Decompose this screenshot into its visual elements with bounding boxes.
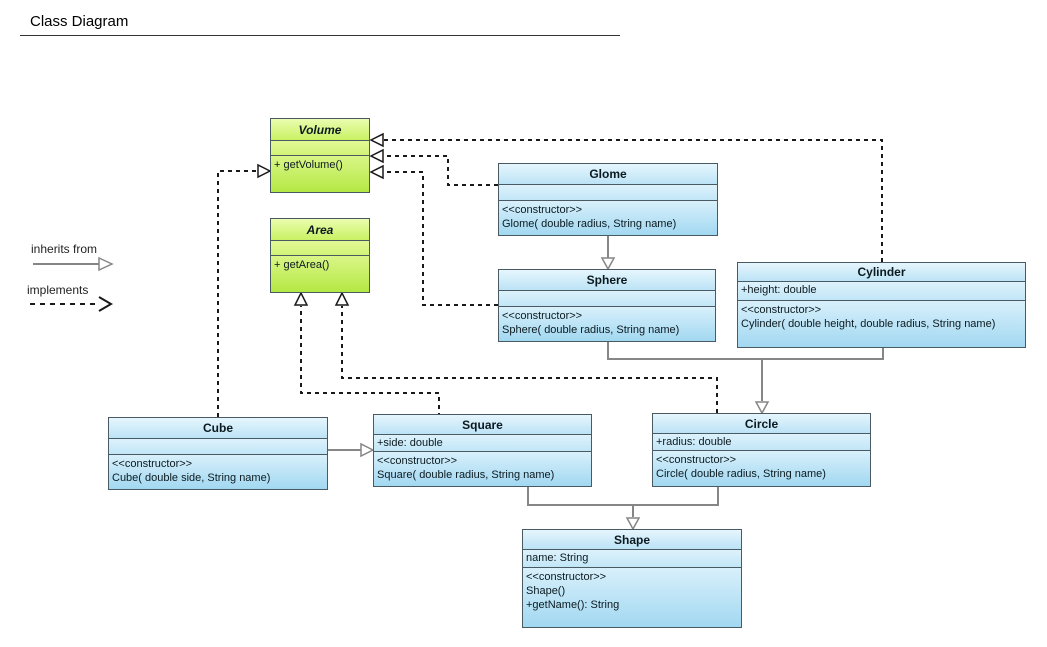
legend-implements-label: implements: [27, 283, 89, 297]
class-volume: Volume + getVolume(): [270, 118, 370, 193]
method-line: <<constructor>>: [741, 304, 822, 316]
method-line: Cube( double side, String name): [112, 472, 271, 484]
attribute-line: name: String: [526, 552, 589, 564]
methods-compartment: <<constructor>> Cube( double side, Strin…: [109, 455, 327, 489]
class-cube: Cube <<constructor>> Cube( double side, …: [108, 417, 328, 490]
class-title: Glome: [499, 164, 717, 185]
class-circle: Circle +radius: double <<constructor>> C…: [652, 413, 871, 487]
method-line: <<constructor>>: [112, 458, 193, 470]
class-cylinder: Cylinder +height: double <<constructor>>…: [737, 262, 1026, 348]
inherits-arrow-square-circle-to-shape: [527, 487, 719, 531]
method-line: Glome( double radius, String name): [502, 218, 677, 230]
implements-arrow-glome-to-volume: [369, 148, 498, 186]
legend-inherits-arrow: [33, 256, 114, 272]
method-line: Sphere( double radius, String name): [502, 324, 680, 336]
class-square: Square +side: double <<constructor>> Squ…: [373, 414, 592, 487]
attributes-compartment: [499, 185, 717, 201]
attributes-compartment: [109, 439, 327, 455]
methods-compartment: + getVolume(): [271, 156, 369, 192]
methods-compartment: + getArea(): [271, 256, 369, 292]
class-sphere: Sphere <<constructor>> Sphere( double ra…: [498, 269, 716, 342]
class-title: Shape: [523, 530, 741, 550]
class-title: Volume: [271, 119, 369, 141]
attributes-compartment: [271, 141, 369, 156]
method-line: + getVolume(): [274, 159, 343, 171]
method-line: + getArea(): [274, 259, 330, 271]
attributes-compartment: [271, 241, 369, 256]
legend-inherits-label: inherits from: [31, 242, 98, 256]
method-line: +getName(): String: [526, 599, 620, 611]
page-title: Class Diagram: [30, 13, 129, 30]
class-title: Sphere: [499, 270, 715, 291]
class-title: Area: [271, 219, 369, 241]
class-title: Square: [374, 415, 591, 435]
method-line: Shape(): [526, 585, 566, 597]
implements-arrow-cylinder-to-volume: [369, 132, 883, 262]
implements-arrow-circle-to-area: [334, 291, 718, 413]
methods-compartment: <<constructor>> Cylinder( double height,…: [738, 301, 1025, 347]
attributes-compartment: +height: double: [738, 282, 1025, 301]
class-title: Circle: [653, 414, 870, 434]
inherits-arrow-glome-to-sphere: [600, 236, 616, 271]
methods-compartment: <<constructor>> Sphere( double radius, S…: [499, 307, 715, 341]
method-line: Circle( double radius, String name): [656, 468, 826, 480]
implements-arrow-sphere-to-volume: [369, 164, 498, 306]
inherits-arrow-cube-to-square: [328, 442, 375, 458]
methods-compartment: <<constructor>> Glome( double radius, St…: [499, 201, 717, 235]
method-line: <<constructor>>: [656, 454, 737, 466]
attribute-line: +height: double: [741, 284, 817, 296]
attribute-line: +side: double: [377, 437, 443, 449]
class-title: Cylinder: [738, 263, 1025, 282]
method-line: Cylinder( double height, double radius, …: [741, 318, 996, 330]
methods-compartment: <<constructor>> Circle( double radius, S…: [653, 451, 870, 486]
class-glome: Glome <<constructor>> Glome( double radi…: [498, 163, 718, 236]
method-line: <<constructor>>: [377, 455, 458, 467]
attributes-compartment: name: String: [523, 550, 741, 568]
attributes-compartment: +side: double: [374, 435, 591, 452]
inherits-arrow-sphere-cylinder-to-circle: [607, 342, 884, 415]
method-line: <<constructor>>: [502, 204, 583, 216]
method-line: Square( double radius, String name): [377, 469, 555, 481]
class-shape: Shape name: String <<constructor>> Shape…: [522, 529, 742, 628]
implements-arrow-cube-to-volume: [217, 163, 272, 417]
class-title: Cube: [109, 418, 327, 439]
implements-arrow-square-to-area: [293, 291, 440, 417]
title-underline: [20, 35, 620, 36]
legend-implements-arrow: [30, 296, 113, 312]
class-area: Area + getArea(): [270, 218, 370, 293]
attribute-line: +radius: double: [656, 436, 732, 448]
methods-compartment: <<constructor>> Shape() +getName(): Stri…: [523, 568, 741, 627]
attributes-compartment: [499, 291, 715, 307]
method-line: <<constructor>>: [526, 571, 607, 583]
methods-compartment: <<constructor>> Square( double radius, S…: [374, 452, 591, 486]
attributes-compartment: +radius: double: [653, 434, 870, 451]
method-line: <<constructor>>: [502, 310, 583, 322]
